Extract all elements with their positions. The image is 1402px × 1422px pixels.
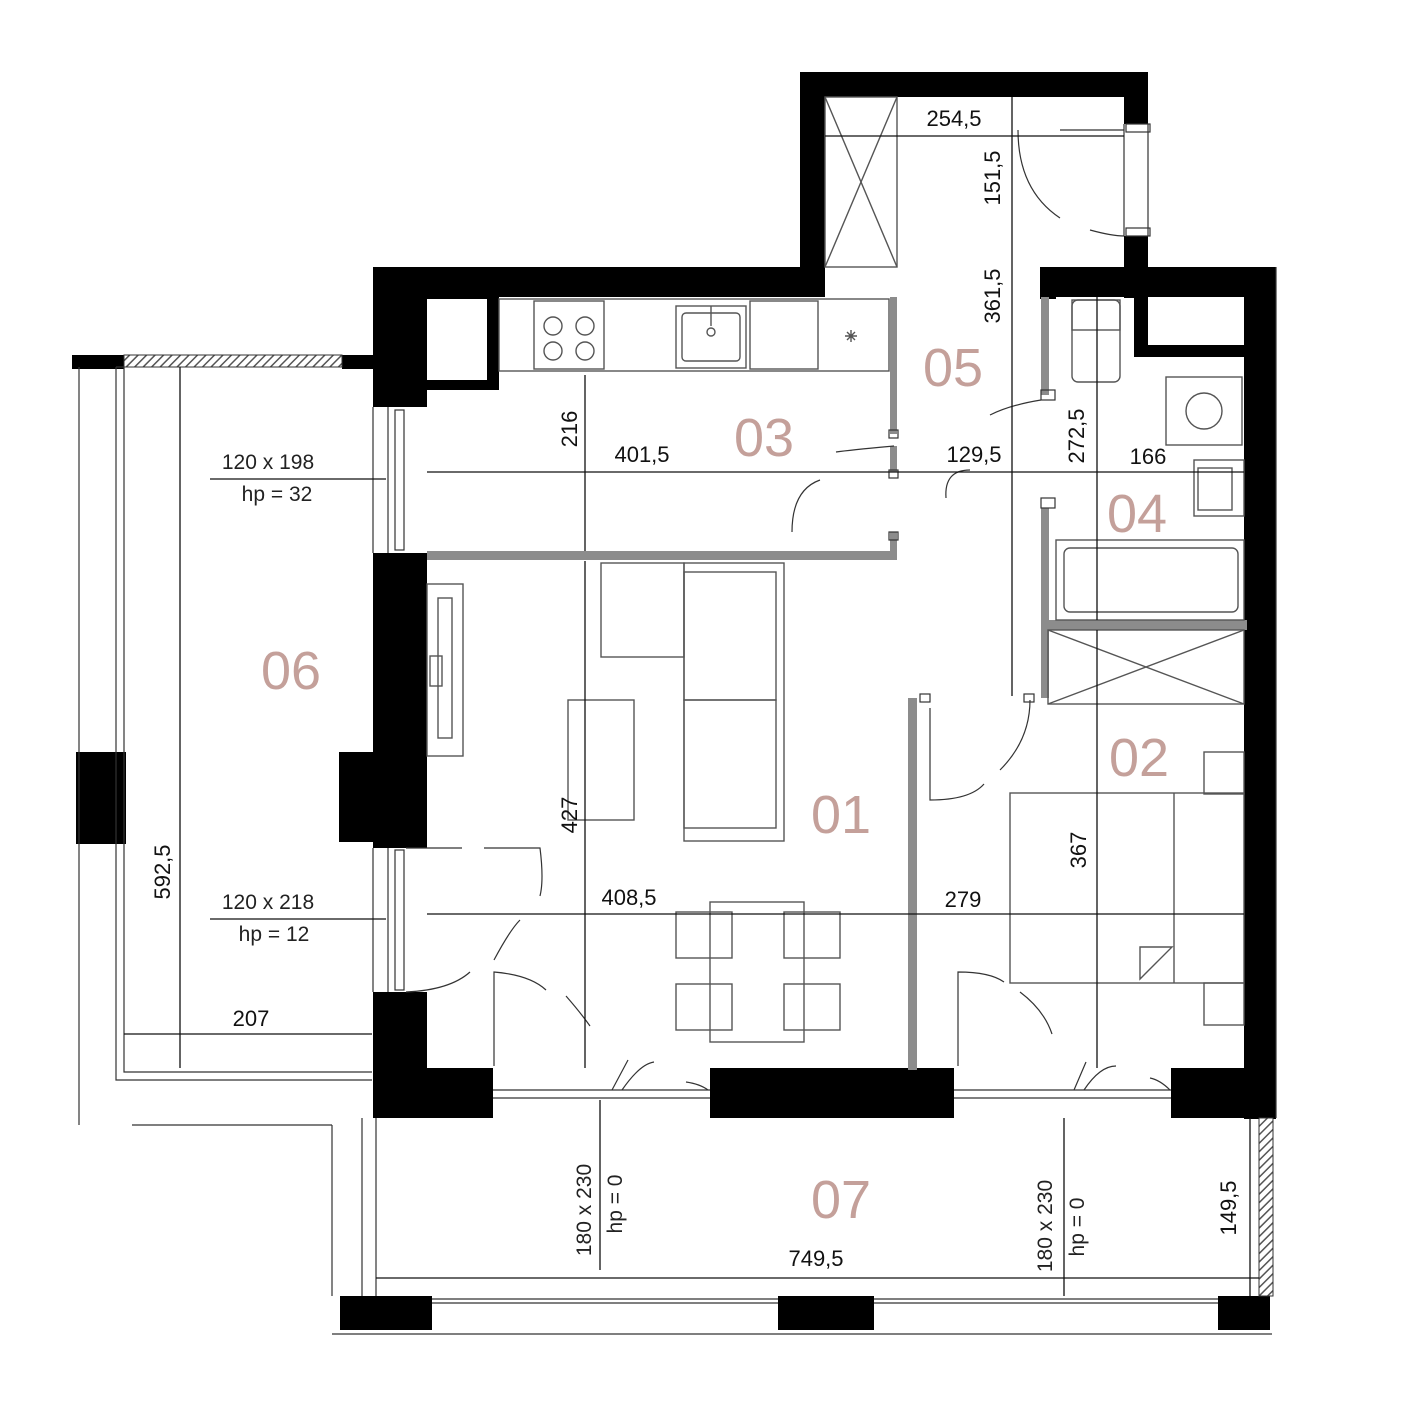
bathroom-fixtures bbox=[1047, 299, 1245, 705]
dim-408-5: 408,5 bbox=[601, 885, 656, 910]
room-label-04: 04 bbox=[1107, 484, 1167, 544]
kitchen-counter bbox=[498, 298, 890, 372]
dim-149-5: 149,5 bbox=[1216, 1180, 1241, 1235]
structural-walls bbox=[72, 72, 1276, 1330]
stair-shaft bbox=[824, 96, 898, 268]
door-south-left-size: 180 x 230 bbox=[573, 1164, 596, 1256]
dim-216: 216 bbox=[557, 411, 582, 448]
room-label-03: 03 bbox=[734, 408, 794, 468]
dim-401-5: 401,5 bbox=[614, 442, 669, 467]
room-label-07: 07 bbox=[811, 1170, 871, 1230]
dim-427: 427 bbox=[557, 797, 582, 834]
dim-151-5: 151,5 bbox=[980, 150, 1005, 205]
dim-749-5: 749,5 bbox=[788, 1246, 843, 1271]
bedroom-furniture bbox=[1009, 751, 1245, 1026]
door-swings bbox=[405, 129, 1171, 1091]
window-west-top-size: 120 x 198 bbox=[222, 451, 314, 474]
dim-129-5: 129,5 bbox=[946, 442, 1001, 467]
door-south-right-size: 180 x 230 bbox=[1034, 1180, 1057, 1272]
living-furniture bbox=[426, 562, 841, 1043]
dim-367: 367 bbox=[1066, 832, 1091, 869]
window-west-bottom-hp: hp = 12 bbox=[239, 923, 310, 946]
room-labels: 01 02 03 04 05 06 07 bbox=[261, 338, 1169, 1230]
room-label-06: 06 bbox=[261, 641, 321, 701]
room-label-02: 02 bbox=[1109, 728, 1169, 788]
window-west-bottom-size: 120 x 218 bbox=[222, 891, 314, 914]
partition-walls bbox=[427, 297, 1247, 1070]
dim-207: 207 bbox=[233, 1006, 270, 1031]
glazing bbox=[372, 123, 1171, 1099]
door-jambs bbox=[888, 389, 1056, 703]
dimension-lines bbox=[124, 97, 1259, 1296]
window-west-top-hp: hp = 32 bbox=[242, 483, 313, 506]
dim-254-5: 254,5 bbox=[926, 106, 981, 131]
dim-279: 279 bbox=[945, 887, 982, 912]
dim-166: 166 bbox=[1130, 444, 1167, 469]
opening-labels: 120 x 198 hp = 32 120 x 218 hp = 12 180 … bbox=[222, 451, 1089, 1272]
dim-361-5: 361,5 bbox=[980, 268, 1005, 323]
dimension-labels: 254,5 151,5 361,5 216 401,5 129,5 272,5 … bbox=[150, 106, 1241, 1271]
dim-592-5: 592,5 bbox=[150, 844, 175, 899]
balcony-outlines bbox=[78, 267, 1277, 1335]
room-label-05: 05 bbox=[923, 338, 983, 398]
dim-272-5: 272,5 bbox=[1064, 408, 1089, 463]
door-south-left-hp: hp = 0 bbox=[604, 1175, 627, 1234]
room-label-01: 01 bbox=[811, 785, 871, 845]
parapet-hatching bbox=[123, 354, 1274, 1297]
door-south-right-hp: hp = 0 bbox=[1066, 1198, 1089, 1257]
